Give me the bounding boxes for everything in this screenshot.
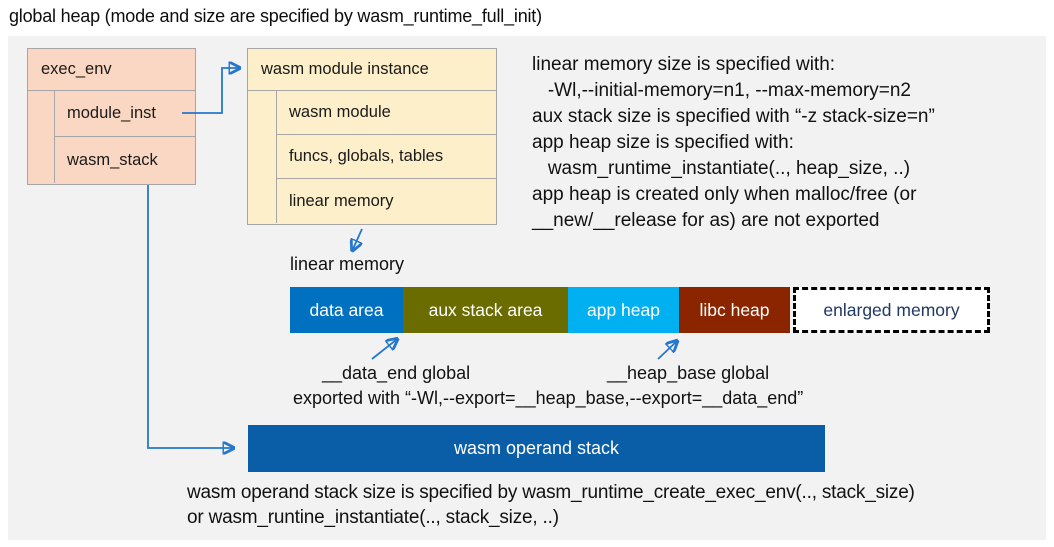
module-instance-rows: wasm module funcs, globals, tables linea… (276, 91, 496, 223)
module-instance-box: wasm module instance wasm module funcs, … (247, 48, 497, 225)
linear-memory-bar: data area aux stack area app heap libc h… (290, 287, 990, 333)
notes-block: linear memory size is specified with: -W… (532, 52, 935, 234)
memory-segment-libc-heap: libc heap (679, 287, 790, 333)
note-line: linear memory size is specified with: (532, 54, 836, 75)
exec-env-box: exec_env module_inst wasm_stack (27, 48, 196, 185)
module-row-wasm-module: wasm module (277, 91, 496, 135)
note-line: wasm_runtime_instantiate(.., heap_size, … (532, 158, 911, 179)
footer-line: or wasm_runtine_instantiate(.., stack_si… (187, 507, 559, 528)
memory-segment-aux-stack-area: aux stack area (403, 287, 568, 333)
note-line: app heap is created only when malloc/fre… (532, 184, 917, 205)
note-line: aux stack size is specified with “-z sta… (532, 106, 935, 127)
exec-env-header: exec_env (28, 49, 195, 91)
data-end-global-label: __data_end global (322, 363, 471, 383)
module-row-funcs-globals-tables: funcs, globals, tables (277, 135, 496, 179)
note-line: __new/__release for as) are not exported (532, 210, 880, 231)
diagram-panel: exec_env module_inst wasm_stack wasm mod… (8, 36, 1046, 540)
note-line: app heap size is specified with: (532, 132, 794, 153)
memory-segment-enlarged-memory: enlarged memory (793, 287, 990, 333)
operand-stack-bar: wasm operand stack (248, 425, 825, 472)
heap-base-global-label: __heap_base global (607, 363, 770, 383)
export-flags-label: exported with “-Wl,--export=__heap_base,… (293, 388, 804, 408)
exec-env-rows: module_inst wasm_stack (54, 91, 195, 183)
footer-line: wasm operand stack size is specified by … (187, 482, 915, 503)
memory-segment-data-area: data area (290, 287, 403, 333)
page-title: global heap (mode and size are specified… (9, 6, 542, 26)
module-instance-header: wasm module instance (248, 49, 496, 91)
module-row-linear-memory: linear memory (289, 191, 394, 210)
exec-env-row-wasm-stack: wasm_stack (67, 150, 158, 169)
exec-env-row-module-inst: module_inst (55, 91, 195, 137)
memory-segment-app-heap: app heap (568, 287, 679, 333)
linear-memory-label: linear memory (290, 254, 405, 274)
note-line: -Wl,--initial-memory=n1, --max-memory=n2 (532, 80, 911, 101)
